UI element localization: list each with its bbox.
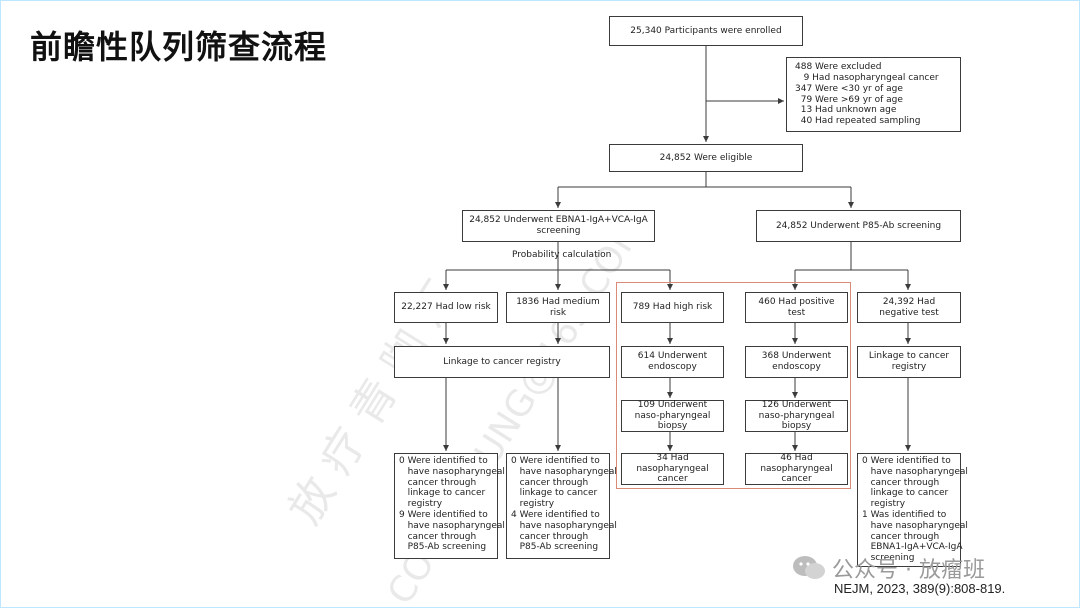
outcome-medium-risk-text: 0 Were identified to have nasopharyngeal… [511, 456, 617, 553]
outcome-negative-box: 0 Were identified to have nasopharyngeal… [857, 453, 968, 567]
high-risk-label: 789 Had high risk [632, 302, 713, 313]
excluded-line: 488 Were excluded [795, 62, 882, 73]
outcome-low-line: 0 Were identified to [399, 456, 488, 466]
outcome-negative-line: cancer through [862, 531, 940, 542]
enrolled-label: 25,340 Participants were enrolled [630, 25, 782, 36]
endoscopy-positive-box: 368 Underwent endoscopy [745, 346, 848, 378]
high-risk-box: 789 Had high risk [621, 292, 724, 323]
linkage-registry-left-label: Linkage to cancer registry [443, 356, 561, 367]
medium-risk-box: 1836 Had medium risk [506, 292, 610, 323]
ebna-screening-box: 24,852 Underwent EBNA1-IgA+VCA-IgA scree… [462, 210, 655, 242]
outcome-negative-text: 0 Were identified to have nasopharyngeal… [862, 456, 968, 564]
npc-positive-box: 46 Had nasopharyngeal cancer [745, 453, 848, 485]
npc-positive-label: 46 Had nasopharyngeal cancer [760, 452, 833, 485]
endoscopy-high-risk-box: 614 Underwent endoscopy [621, 346, 724, 378]
outcome-low-line: linkage to cancer [399, 488, 486, 499]
outcome-negative-line: 0 Were identified to [862, 456, 951, 466]
outcome-medium-line: cancer through [511, 531, 589, 542]
outcome-negative-line: have nasopharyngeal [862, 466, 968, 477]
excluded-list: 488 Were excluded 9 Had nasopharyngeal c… [795, 62, 939, 127]
excluded-line: 347 Were <30 yr of age [795, 83, 903, 94]
outcome-medium-line: linkage to cancer [511, 488, 598, 499]
outcome-negative-line: EBNA1-IgA+VCA-IgA [862, 542, 963, 553]
excluded-box: 488 Were excluded 9 Had nasopharyngeal c… [786, 57, 961, 132]
excluded-line: 9 Had nasopharyngeal cancer [795, 72, 939, 83]
outcome-medium-risk-box: 0 Were identified to have nasopharyngeal… [506, 453, 617, 559]
biopsy-positive-label: 126 Underwent naso-pharyngeal biopsy [758, 399, 835, 432]
outcome-low-risk-text: 0 Were identified to have nasopharyngeal… [399, 456, 505, 553]
endoscopy-positive-label: 368 Underwent endoscopy [761, 351, 832, 372]
enrolled-box: 25,340 Participants were enrolled [609, 16, 803, 46]
outcome-medium-line: registry [511, 499, 555, 510]
citation: NEJM, 2023, 389(9):808-819. [834, 581, 1006, 596]
biopsy-high-risk-box: 109 Underwent naso-pharyngeal biopsy [621, 400, 724, 432]
outcome-negative-line: have nasopharyngeal [862, 520, 968, 531]
outcome-low-risk-box: 0 Were identified to have nasopharyngeal… [394, 453, 505, 559]
outcome-low-line: 9 Were identified to [399, 509, 488, 520]
outcome-low-line: P85-Ab screening [399, 542, 487, 553]
p85-screening-label: 24,852 Underwent P85-Ab screening [775, 220, 942, 231]
positive-test-label: 460 Had positive test [758, 296, 835, 318]
linkage-registry-right-label: Linkage to cancer registry [868, 351, 950, 372]
probability-calculation-label: Probability calculation [512, 250, 612, 260]
negative-test-box: 24,392 Had negative test [857, 292, 961, 323]
excluded-line: 13 Had unknown age [795, 105, 897, 116]
npc-high-risk-box: 34 Had nasopharyngeal cancer [621, 453, 724, 485]
p85-screening-box: 24,852 Underwent P85-Ab screening [756, 210, 961, 242]
npc-high-risk-label: 34 Had nasopharyngeal cancer [636, 452, 709, 485]
excluded-line: 40 Had repeated sampling [795, 116, 921, 127]
outcome-low-line: registry [399, 499, 443, 510]
outcome-medium-line: 4 Were identified to [511, 509, 600, 520]
excluded-line: 79 Were >69 yr of age [795, 94, 903, 105]
outcome-medium-line: have nasopharyngeal [511, 520, 617, 531]
linkage-registry-right-box: Linkage to cancer registry [857, 346, 961, 378]
highlighted-positive-group [616, 282, 851, 489]
wechat-account: 公众号 · 放瘤班 [792, 552, 985, 584]
biopsy-high-risk-label: 109 Underwent naso-pharyngeal biopsy [634, 399, 711, 432]
outcome-negative-line: registry [862, 499, 906, 510]
outcome-medium-line: 0 Were identified to [511, 456, 600, 466]
low-risk-label: 22,227 Had low risk [401, 302, 491, 313]
eligible-label: 24,852 Were eligible [659, 152, 753, 163]
eligible-box: 24,852 Were eligible [609, 144, 803, 172]
outcome-low-line: have nasopharyngeal [399, 520, 505, 531]
outcome-negative-line: 1 Was identified to [862, 509, 947, 520]
outcome-negative-line: cancer through [862, 477, 940, 488]
outcome-negative-line: screening [862, 553, 915, 564]
ebna-screening-label: 24,852 Underwent EBNA1-IgA+VCA-IgA scree… [469, 215, 648, 236]
endoscopy-high-risk-label: 614 Underwent endoscopy [637, 351, 708, 372]
biopsy-positive-box: 126 Underwent naso-pharyngeal biopsy [745, 400, 848, 432]
wechat-icon [793, 556, 825, 579]
medium-risk-label: 1836 Had medium risk [516, 296, 600, 318]
slide-title: 前瞻性队列筛查流程 [30, 28, 328, 66]
wechat-label: 公众号 · 放瘤班 [832, 558, 985, 583]
outcome-medium-line: cancer through [511, 477, 589, 488]
outcome-low-line: cancer through [399, 477, 477, 488]
outcome-medium-line: P85-Ab screening [511, 542, 599, 553]
low-risk-box: 22,227 Had low risk [394, 292, 498, 323]
outcome-negative-line: linkage to cancer [862, 488, 949, 499]
outcome-low-line: cancer through [399, 531, 477, 542]
linkage-registry-left-box: Linkage to cancer registry [394, 346, 610, 378]
positive-test-box: 460 Had positive test [745, 292, 848, 323]
negative-test-label: 24,392 Had negative test [879, 296, 939, 318]
outcome-medium-line: have nasopharyngeal [511, 466, 617, 477]
outcome-low-line: have nasopharyngeal [399, 466, 505, 477]
